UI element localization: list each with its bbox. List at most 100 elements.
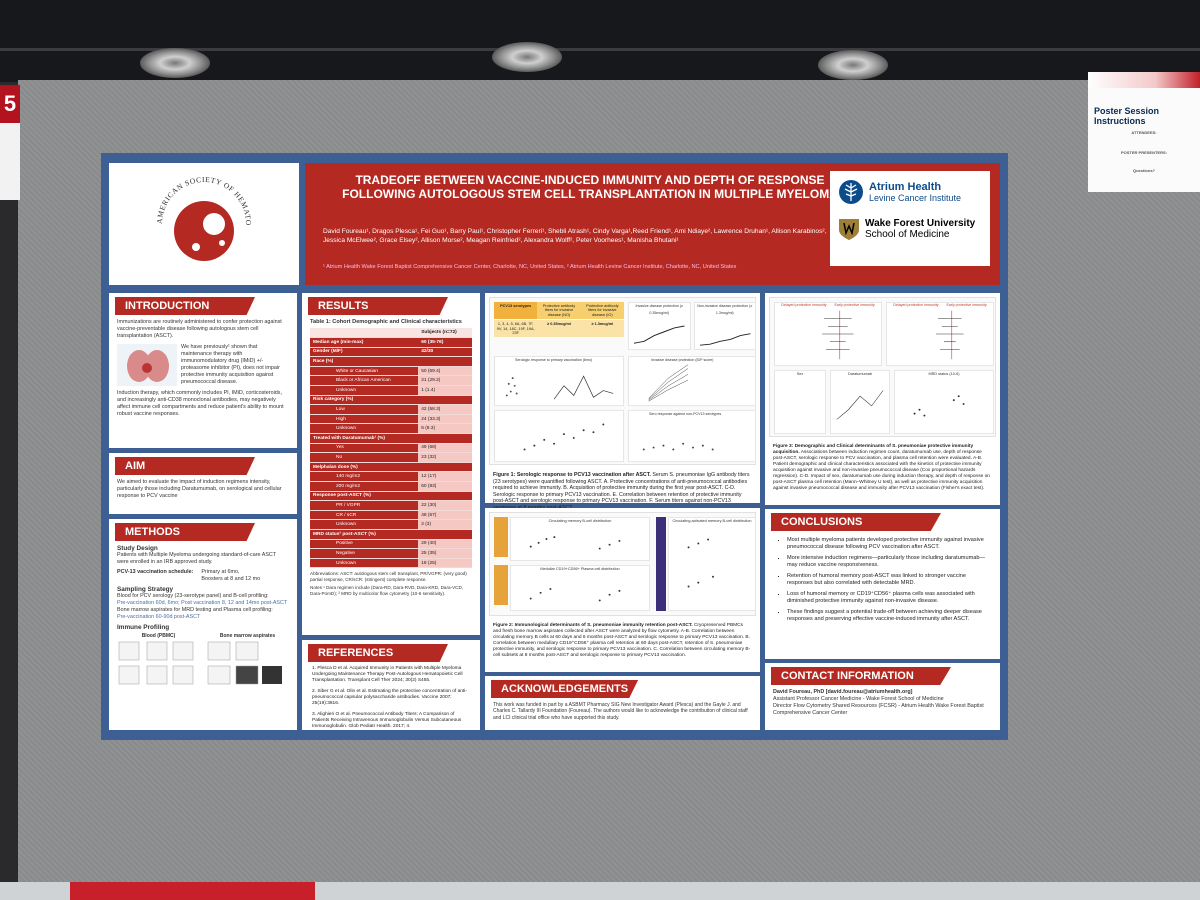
reference-list: 1. Plesca D et al. Acquired Immunity in …: [302, 666, 480, 730]
table-cell-value: 1 (1.4): [418, 385, 472, 396]
table-cell-value: 24 (33.3): [418, 414, 472, 425]
fig3-panel-a: Delayed protective immunity Early protect…: [774, 302, 882, 366]
fig2-b-label-bar: [494, 565, 508, 605]
table-cell-value: 29 (40): [418, 539, 472, 550]
table-cell-label: Melphalan dose (%): [310, 462, 419, 473]
schedule-row: PCV-13 vaccination schedule: Primary at …: [109, 569, 297, 583]
fig3-sex-label: Sex: [796, 372, 804, 376]
figure1-section: PCV13 serotypes Protective antibody tite…: [485, 293, 760, 511]
table-cell-label: White or Caucasian: [310, 366, 419, 377]
fig3-a-delayed: Delayed protective immunity: [781, 303, 827, 307]
marrow-panel: Bone marrow aspirates: [206, 633, 289, 691]
fig2-caption-title: Figure 2: Immunological determinants of …: [493, 623, 693, 628]
acknowledgements-heading: ACKNOWLEDGEMENTS: [491, 680, 639, 698]
table-cell-value: [418, 395, 472, 406]
blood-label: Blood (PBMC): [141, 633, 176, 639]
table-cell-value: 49 (68): [418, 443, 472, 454]
fig1-b-curve1-icon: [633, 325, 685, 344]
table-cell-label: Risk category (%): [310, 395, 419, 406]
fig1-protect-values: 1, 3, 4, 5, 6A, 6B, 7F, 9V, 14, 18C, 19F…: [494, 320, 624, 338]
wake-forest-shield-icon: [839, 219, 859, 240]
attendees-lines: [1094, 136, 1194, 150]
conclusion-item: These findings suggest a potential trade…: [787, 609, 992, 623]
fig3-a-early: Early protective immunity: [834, 303, 875, 307]
table-cell-value: 12 (17): [418, 471, 472, 482]
fig2-caption: Figure 2: Immunological determinants of …: [485, 620, 760, 662]
table-cell-label: High: [310, 414, 419, 425]
fig1-protect-table: PCV13 serotypes Protective antibody tite…: [494, 302, 624, 320]
table-cell-value: 22 (30): [418, 500, 472, 511]
fig1-b-title2: Non-invasive disease protection (≥ 1.3mc…: [697, 304, 753, 315]
fig1-b-curve2-icon: [699, 333, 751, 346]
flow-panels: Blood (PBMC) Bone marrow aspirates: [109, 631, 297, 693]
table-cell-value: 18 (25): [418, 558, 472, 569]
ash-emblem-icon: AMERICAN SOCIETY OF HEMATOLOGY: [144, 169, 252, 261]
table-cell-label: Race (%): [310, 356, 419, 367]
fig1-caption-title: Figure 1: Serologic response to PCV13 va…: [493, 472, 651, 478]
table-cell-label: Unknown: [310, 423, 419, 435]
fig1-panel-d: Invasive disease protection (IDP score): [628, 356, 756, 406]
ceiling-vent: [140, 48, 210, 78]
table-cell-label: CR / sCR: [310, 510, 419, 521]
fig3-dara-plot-icon: [836, 390, 884, 420]
figure3: Delayed protective immunity Early protect…: [769, 297, 996, 437]
figure3-section: Delayed protective immunity Early protect…: [765, 293, 1000, 505]
contact-section: CONTACT INFORMATION David Foureau, PhD […: [765, 663, 1000, 730]
reference-item: 2. Siber G et al. Olin et al. Estimating…: [312, 689, 467, 706]
intro-heading: INTRODUCTION: [115, 297, 255, 315]
intro-illustration-row: We have previously¹ shown that maintenan…: [109, 340, 297, 390]
table-cell-label: Positive: [310, 539, 419, 550]
results-heading: RESULTS: [308, 297, 448, 315]
fig1-d-lines-icon: [648, 364, 689, 402]
sampling-sub: Pre-vaccination 60d, 6mo; Post vaccinati…: [117, 600, 288, 606]
fig2-a-title: Circulating memory B-cell distribution: [548, 519, 612, 523]
table-cell-value: 60 (35-76): [418, 337, 472, 348]
presenters-label: POSTER PRESENTERS:: [1120, 150, 1167, 155]
blood-panel: Blood (PBMC): [117, 633, 200, 691]
fig2-caption-text: Cryopreserved PBMCs and fresh bone marro…: [493, 623, 751, 658]
table-cell-value: [418, 356, 472, 367]
ceiling-vent: [818, 50, 888, 80]
fig3-panel-c-dara: Daratumumab: [830, 370, 890, 434]
table-cell-label: Unknown: [310, 558, 419, 569]
institution-logos: Atrium Health Levine Cancer Institute Wa…: [830, 171, 990, 266]
ceiling-beam: [0, 48, 1200, 51]
fig1-panel-c: Serologic response to primary vaccinatio…: [494, 356, 624, 406]
intro-p2: We have previously¹ shown that maintenan…: [181, 344, 280, 385]
fig1-threshold-inv: ≥ 0.35mcg/ml: [537, 320, 581, 338]
ceiling: [0, 0, 1200, 82]
cohort-table: Subjects (n=72) Median age (min-max)60 (…: [310, 328, 472, 569]
fig1-b-plot1: Invasive disease protection (≥ 0.35mcg/m…: [628, 302, 691, 350]
fig3-caption-text: Associations between induction regimen c…: [773, 450, 990, 491]
contact-dept: Director Flow Cytometry Shared Resources…: [773, 703, 984, 716]
fig2-panel-c: Circulating activated memory B-cell dist…: [668, 517, 756, 611]
table-cell-label: MRD status² post-ASCT (%): [310, 529, 419, 540]
methods-heading: METHODS: [115, 523, 255, 541]
schedule-primary: Primary at 6mo,: [201, 569, 240, 575]
marrow-text: Bone marrow aspirates for MRD testing an…: [117, 607, 273, 613]
fig3-caption-title: Figure 3: Demographic and Clinical deter…: [773, 444, 974, 455]
fig3-b-early: Early protective immunity: [946, 303, 987, 307]
table-cell-value: [418, 433, 472, 444]
intro-p1: Immunizations are routinely administered…: [117, 319, 282, 339]
atrium-tree-icon: [839, 180, 863, 204]
acknowledgements-text: This work was funded in part by a ASBMT …: [493, 702, 748, 721]
marrow-flow-plots-icon: [207, 641, 282, 684]
ceiling-vent: [492, 42, 562, 72]
table-cell-label: Gender (M/F): [310, 347, 419, 358]
conclusion-item: More intensive induction regimens—partic…: [787, 555, 992, 569]
fig1-serotypes: 1, 3, 4, 5, 6A, 6B, 7F, 9V, 14, 18C, 19F…: [494, 320, 538, 338]
table-row: Risk category (%): [310, 395, 472, 406]
fig1-caption: Figure 1: Serologic response to PCV13 va…: [485, 469, 760, 515]
immune-profiling-label: Immune Profiling: [117, 624, 170, 631]
conclusions-section: CONCLUSIONS Most multiple myeloma patien…: [765, 509, 1000, 659]
board-number: 5: [0, 85, 20, 123]
conclusion-item: Loss of humoral memory or CD19⁺CD56⁺ pla…: [787, 591, 992, 605]
conclusion-item: Retention of humoral memory post-ASCT wa…: [787, 573, 992, 587]
